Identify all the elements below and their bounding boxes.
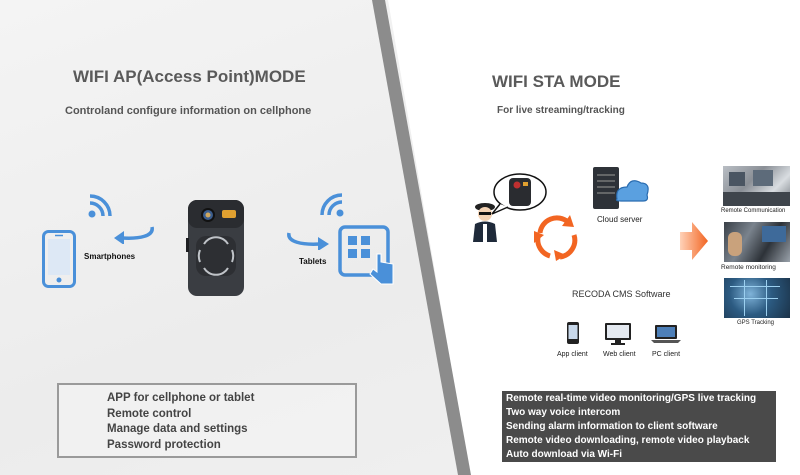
wifi-tablet-icon (320, 193, 344, 217)
gps-tracking-label: GPS Tracking (737, 320, 775, 326)
laptop-client-icon (651, 325, 681, 343)
ap-feature-item: APP for cellphone or tablet (107, 392, 255, 404)
app-client-label: App client (557, 351, 588, 358)
sync-arrow-phone-icon (114, 226, 154, 244)
tablet-touch-icon (338, 225, 394, 285)
tablets-label: Tablets (299, 257, 327, 266)
sta-feature-item: Sending alarm information to client soft… (506, 421, 718, 432)
cloud-server-label: Cloud server (597, 215, 643, 224)
ap-feature-item: Remote control (107, 407, 192, 420)
sta-feature-item: Two way voice intercom (506, 407, 621, 418)
body-camera-icon (186, 200, 244, 296)
sta-mode-title: WIFI STA MODE (492, 72, 621, 91)
sta-mode-subtitle: For live streaming/tracking (497, 105, 625, 116)
remote-communication-image (723, 166, 790, 206)
orange-arrow-icon (680, 222, 708, 260)
pc-client-label: PC client (652, 351, 681, 358)
sync-cycle-icon (534, 215, 578, 261)
cloud-server-icon (593, 167, 649, 209)
remote-monitoring-label: Remote monitoring (721, 264, 776, 271)
ap-mode-subtitle: Controland configure information on cell… (65, 105, 312, 117)
smartphone-icon (42, 230, 76, 288)
sta-feature-item: Remote video downloading, remote video p… (506, 435, 750, 446)
remote-monitoring-image (724, 222, 790, 262)
sta-feature-item: Remote real-time video monitoring/GPS li… (506, 393, 757, 404)
wifi-phone-icon (88, 194, 112, 218)
cms-software-label: RECODA CMS Software (572, 289, 671, 299)
ap-feature-item: Manage data and settings (107, 423, 248, 435)
sta-features-box (502, 391, 776, 462)
smartphones-label: Smartphones (84, 252, 136, 261)
sync-arrow-tablet-icon (287, 232, 329, 250)
ap-feature-item: Password protection (107, 438, 221, 451)
ap-features-list: APP for cellphone or tablet Remote contr… (107, 391, 254, 453)
monitor-client-icon (605, 323, 631, 345)
camera-bubble-icon (491, 173, 547, 215)
web-client-label: Web client (603, 351, 636, 358)
police-officer-icon (473, 203, 497, 242)
ap-features-box (57, 383, 357, 458)
phone-client-icon (567, 322, 579, 344)
remote-communication-label: Remote Communication (721, 208, 786, 214)
sta-feature-item: Auto download via Wi-Fi (506, 449, 623, 460)
ap-mode-title: WIFI AP(Access Point)MODE (73, 67, 306, 86)
sta-features-list: Remote real-time video monitoring/GPS li… (506, 392, 756, 462)
gps-tracking-image (724, 278, 790, 318)
